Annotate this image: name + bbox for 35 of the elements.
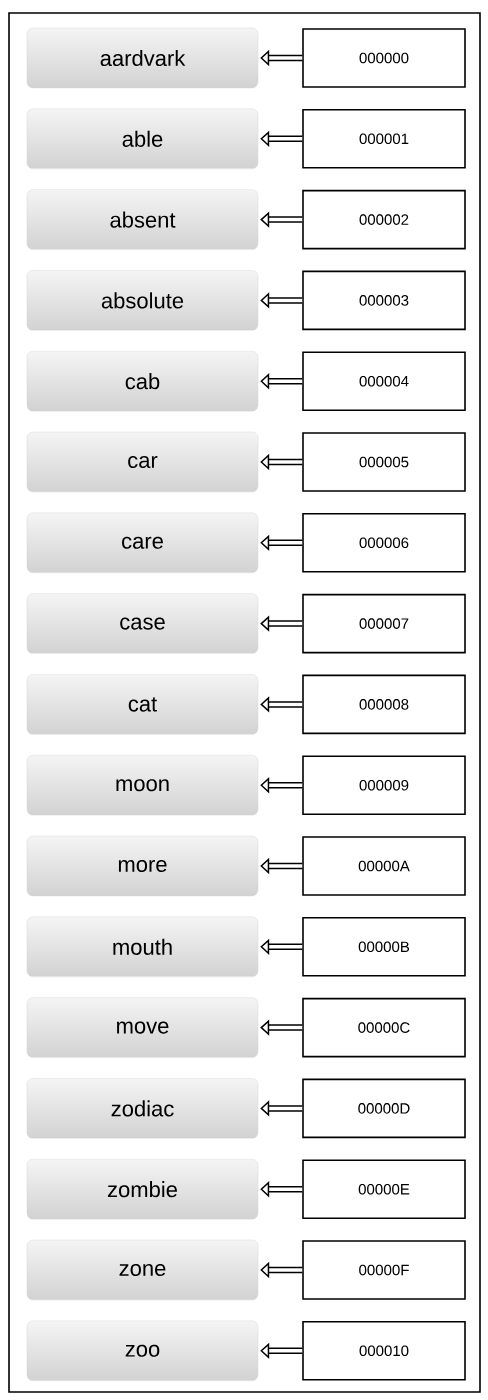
frame-border	[8, 12, 481, 1393]
word-box: cab	[26, 351, 259, 412]
word-box: move	[26, 997, 259, 1058]
word-box: zoo	[26, 1320, 259, 1381]
code-box: 000000	[302, 28, 466, 88]
word-box: zodiac	[26, 1078, 259, 1139]
word-box: aardvark	[26, 27, 259, 89]
word-box: zone	[26, 1239, 259, 1301]
code-box: 000006	[302, 513, 466, 573]
word-box: able	[26, 108, 259, 169]
word-box: zombie	[26, 1159, 259, 1220]
code-box: 000008	[302, 674, 466, 735]
word-box: more	[26, 835, 259, 897]
code-box: 000007	[302, 593, 466, 654]
code-box: 000002	[302, 189, 466, 250]
code-box: 00000B	[302, 917, 466, 977]
code-box: 00000E	[302, 1159, 466, 1219]
word-box: absolute	[26, 270, 259, 331]
word-box: case	[26, 593, 259, 654]
word-box: moon	[26, 755, 259, 816]
code-box: 000001	[302, 109, 466, 169]
code-box: 000005	[302, 432, 466, 492]
code-box: 00000C	[302, 997, 466, 1058]
code-box: 000003	[302, 270, 466, 331]
word-box: absent	[26, 189, 259, 250]
word-box: mouth	[26, 916, 259, 977]
word-box: cat	[26, 674, 259, 735]
code-box: 00000D	[302, 1078, 466, 1139]
word-box: car	[26, 431, 259, 493]
word-box: care	[26, 512, 259, 573]
code-box: 00000A	[302, 836, 466, 896]
code-box: 00000F	[302, 1240, 466, 1300]
code-box: 000004	[302, 351, 466, 411]
code-box: 000009	[302, 755, 466, 815]
code-box: 000010	[302, 1321, 466, 1381]
